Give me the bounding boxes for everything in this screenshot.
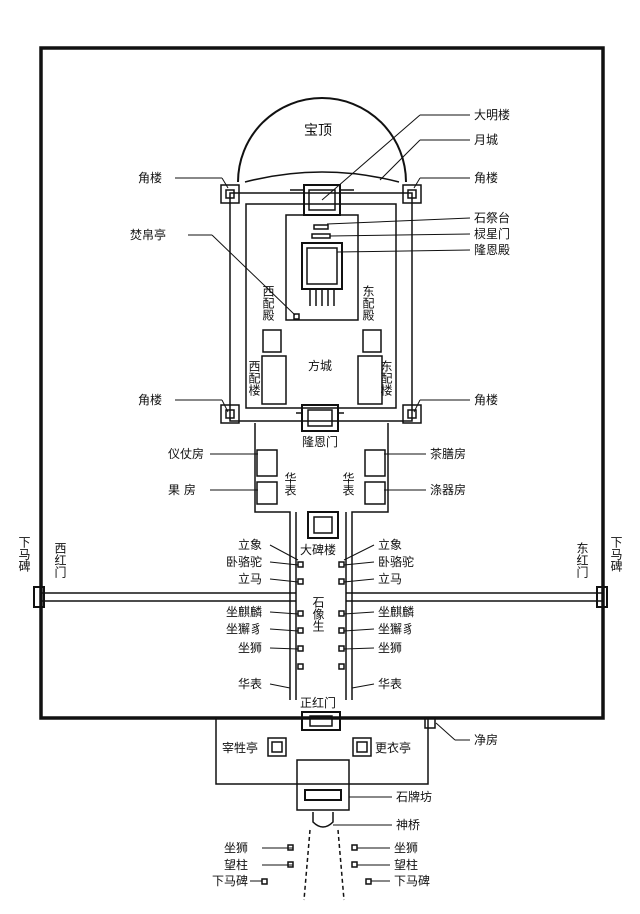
- label-woluotuo-right: 卧骆驼: [378, 554, 414, 569]
- baoding-dome: [237, 97, 407, 183]
- dabeilou-building: [307, 511, 339, 539]
- lower-precinct-wall: [215, 717, 429, 785]
- diqifang-building: [364, 481, 386, 505]
- label-xiamabei-lower-left: 下马碑: [212, 873, 248, 888]
- label-jiaolou-tr: 角楼: [474, 170, 498, 185]
- wangzhu-right: [351, 861, 358, 868]
- label-guofang: 果 房: [168, 482, 196, 497]
- label-woluotuo-left: 卧骆驼: [226, 554, 262, 569]
- label-zuoxiezhi-right: 坐獬豸: [378, 621, 414, 636]
- label-zuoshi-left: 坐狮: [238, 641, 262, 655]
- label-jiaolou-tl: 角楼: [138, 170, 162, 185]
- label-gengyiting: 更衣亭: [375, 740, 411, 755]
- label-baoding: 宝顶: [304, 123, 332, 139]
- label-shijitai: 石祭台: [474, 210, 510, 225]
- longendian-stairs: [309, 289, 335, 306]
- label-zaishengting: 宰牲亭: [222, 740, 258, 755]
- label-huabiao-lower-left: 华表: [238, 677, 262, 691]
- shijitai: [313, 224, 329, 230]
- dong-peidian-building: [362, 329, 382, 353]
- label-xiamabei-west: 下马碑: [17, 536, 31, 572]
- label-xihongmen: 西红门: [53, 542, 67, 578]
- label-zuoqilin-right: 坐麒麟: [378, 604, 414, 619]
- label-chashanfang: 茶膳房: [430, 446, 466, 461]
- label-wangzhu-right: 望柱: [394, 857, 418, 872]
- leader-lines: [175, 114, 471, 882]
- label-huabiao-left: 华表: [283, 472, 297, 496]
- label-zuoshi-right: 坐狮: [378, 641, 402, 655]
- guofang-building: [256, 481, 278, 505]
- label-diqifang: 涤器房: [430, 482, 466, 497]
- label-lima-right: 立马: [378, 571, 402, 586]
- label-fangcheng: 方城: [308, 358, 332, 373]
- label-longenmen: 隆恩门: [302, 434, 338, 449]
- label-huabiao-lower-right: 华表: [378, 677, 402, 691]
- xiamabei-right: [365, 878, 372, 885]
- yuecheng-arc: [244, 171, 400, 183]
- label-lixiang-left: 立象: [238, 537, 262, 552]
- label-jingfang: 净房: [474, 732, 498, 747]
- label-longendian: 隆恩殿: [474, 242, 510, 257]
- label-huabiao-right: 华表: [341, 472, 355, 496]
- xiamabei-left: [261, 878, 268, 885]
- label-shixiangsheng: 石像生: [311, 596, 325, 632]
- jingfang-building: [424, 717, 436, 729]
- label-shenqiao: 神桥: [396, 818, 420, 832]
- label-xiamabei-east: 下马碑: [609, 536, 623, 572]
- label-zhenghongmen: 正红门: [300, 695, 336, 710]
- label-zuoxiezhi-left: 坐獬豸: [226, 621, 262, 636]
- label-zuoqilin-left: 坐麒麟: [226, 604, 262, 619]
- label-shishi-left: 坐狮: [224, 841, 248, 855]
- zhenghongmen-building: [301, 711, 341, 731]
- label-dong-peilou: 东配楼: [379, 360, 393, 396]
- label-yizhangfang: 仪仗房: [168, 446, 204, 461]
- longendian-courtyard: [285, 214, 359, 321]
- fenboting: [293, 313, 300, 320]
- label-xi-peilou: 西配楼: [247, 360, 261, 396]
- label-dong-peidian: 东配殿: [361, 285, 375, 321]
- label-lima-left: 立马: [238, 571, 262, 586]
- label-shishi-right: 坐狮: [394, 841, 418, 855]
- shipaifang-court: [296, 759, 350, 811]
- label-dabeilou: 大碑楼: [300, 542, 336, 557]
- label-lixiang-right: 立象: [378, 537, 402, 552]
- longenmen-building: [301, 404, 339, 432]
- jiaolou-towers: [220, 184, 422, 424]
- dong-peilou-building: [357, 355, 383, 405]
- fangcheng-outer-wall: [229, 192, 413, 422]
- xi-peidian-building: [262, 329, 282, 353]
- label-shipaifang: 石牌坊: [396, 789, 432, 804]
- shendao-lower: [303, 829, 345, 901]
- label-jiaolou-br: 角楼: [474, 392, 498, 407]
- shipaifang-building: [304, 789, 342, 801]
- label-fenboting: 焚帛亭: [130, 227, 166, 242]
- xihongmen-gate: [33, 586, 45, 608]
- fangcheng-inner-wall: [245, 203, 397, 409]
- shenqiao-bridge: [312, 812, 334, 828]
- label-donghongmen: 东红门: [575, 542, 589, 578]
- label-daminglou: 大明楼: [474, 107, 510, 122]
- label-yuecheng: 月城: [474, 133, 498, 147]
- gengyiting-building: [352, 737, 372, 757]
- label-jiaolou-bl: 角楼: [138, 392, 162, 407]
- zaishengting-building: [267, 737, 287, 757]
- label-xi-peidian: 西配殿: [261, 285, 275, 321]
- longendian-building: [301, 242, 343, 290]
- liuximen: [311, 233, 331, 239]
- xi-peilou-building: [261, 355, 287, 405]
- label-xiamabei-lower-right: 下马碑: [394, 873, 430, 888]
- chashanfang-building: [364, 449, 386, 477]
- yizhangfang-building: [256, 449, 278, 477]
- labels: 宝顶 大明楼 月城 角楼 角楼 石祭台 棂星门 隆恩殿 焚帛亭 西配殿 东配殿 …: [17, 107, 623, 888]
- shishi-right: [351, 844, 358, 851]
- label-wangzhu-left: 望柱: [224, 857, 248, 872]
- donghongmen-gate: [596, 586, 608, 608]
- label-liuximen: 棂星门: [474, 226, 510, 241]
- forecourt-wall: [254, 423, 389, 700]
